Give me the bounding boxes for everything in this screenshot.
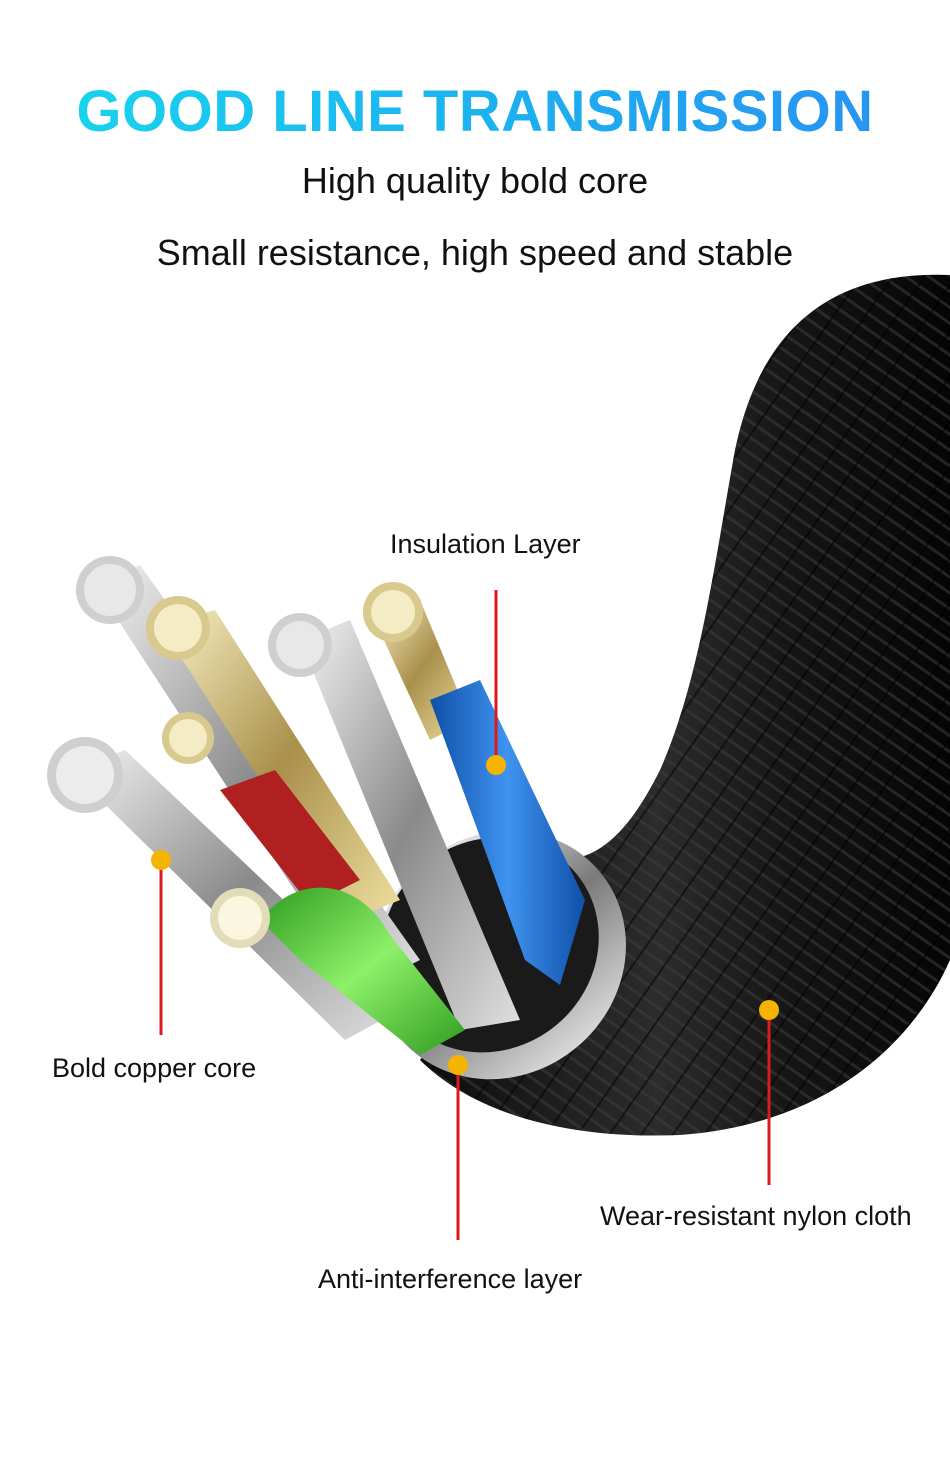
subtitle-resistance: Small resistance, high speed and stable [156,232,794,273]
strand-end-gold-2 [363,582,423,642]
green-insulated-wire [260,887,465,1055]
gold-strand-1 [160,610,400,920]
leader-copper [151,850,171,1035]
callout-bold-copper-core: Bold copper core [52,1053,257,1083]
subtitle-bold-core: High quality bold core [301,160,649,201]
callout-insulation-layer: Insulation Layer [390,529,581,559]
blue-insulated-wire [430,680,585,985]
page-title: GOOD LINE TRANSMISSION [0,78,950,146]
callout-nylon-cloth: Wear-resistant nylon cloth [600,1201,912,1231]
leader-anti-interference [448,1055,468,1240]
callout-anti-interference: Anti-interference layer [318,1264,583,1294]
strand-end-gold-1 [146,596,210,660]
strand-end-silver-1 [76,556,144,624]
strand-end-cream [210,888,270,948]
strand-end-silver-3 [268,613,332,677]
strand-end-silver-2 [47,737,123,813]
silver-strand-3 [300,620,520,1030]
red-insulated-wire [220,770,360,905]
leader-insulation [486,590,506,775]
inner-conductors [47,556,585,1055]
strand-end-gold-3 [162,712,214,764]
leader-nylon [759,1000,779,1185]
